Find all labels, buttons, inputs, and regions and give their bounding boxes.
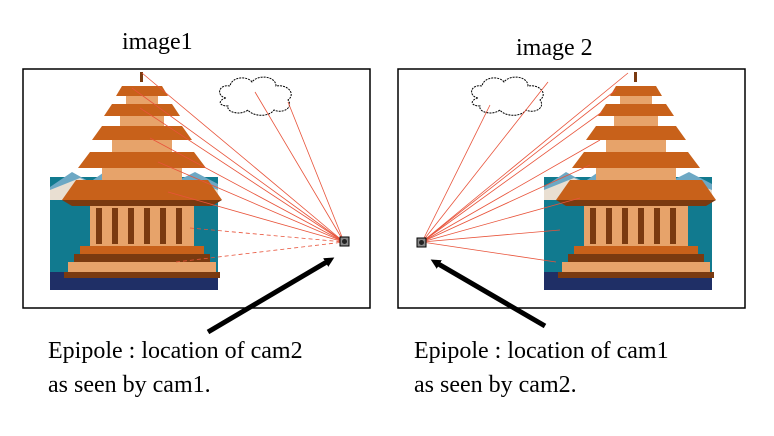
- camera-icon: [416, 237, 427, 248]
- image2-title: image 2: [516, 35, 593, 61]
- arrow-icon: [430, 259, 547, 329]
- epipolar-lines-image2: [421, 72, 629, 263]
- camera-icon: [339, 236, 350, 247]
- caption-line: as seen by cam2.: [414, 372, 577, 398]
- caption-line: as seen by cam1.: [48, 372, 211, 398]
- image2-caption: Epipole : location of cam1 as seen by ca…: [414, 334, 669, 402]
- image1-caption: Epipole : location of cam2 as seen by ca…: [48, 334, 303, 402]
- caption-line: Epipole : location of cam1: [414, 338, 669, 364]
- epipolar-lines-image1: [131, 72, 345, 263]
- caption-line: Epipole : location of cam2: [48, 338, 303, 364]
- arrow-icon: [206, 257, 335, 335]
- image1-title: image1: [122, 29, 193, 55]
